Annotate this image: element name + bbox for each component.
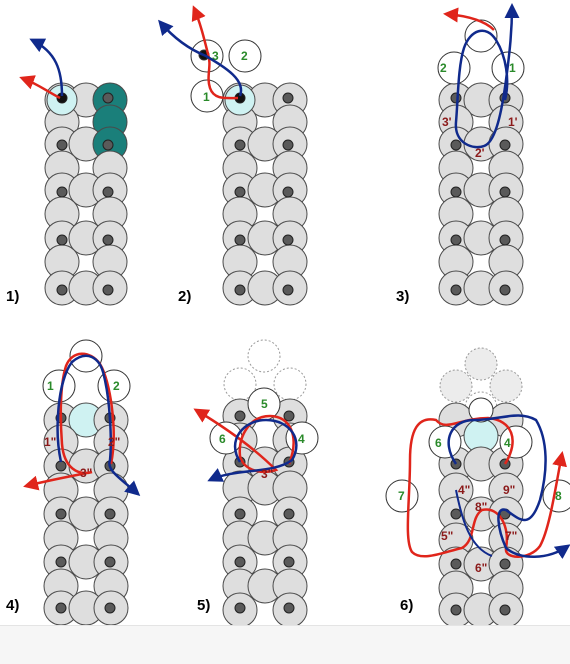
bead-number: 2" (108, 435, 120, 449)
faded-top-beads (223, 339, 307, 401)
bead-number: 2 (113, 379, 120, 393)
thread-red (193, 408, 295, 473)
bead-number: 8" (475, 500, 487, 514)
bead-number: 6" (475, 561, 487, 575)
panel-label: 2) (178, 288, 191, 305)
panel-label: 1) (6, 288, 19, 305)
bead-number: 3" (261, 467, 273, 481)
bead-number: 7" (505, 529, 517, 543)
thread-blue (207, 418, 298, 482)
panel-3: 2 1 3' 1' 2' 3) (396, 3, 525, 306)
panel-2: 1 2 3 2) (158, 5, 308, 306)
thread-blue (158, 19, 243, 97)
bead-number: 2 (440, 61, 447, 75)
bead-number: 8 (555, 489, 562, 503)
bead-number: 7 (398, 489, 405, 503)
bead-number: 3' (442, 115, 452, 129)
seed-beads (450, 458, 511, 616)
bead-number: 5" (441, 529, 453, 543)
bead-number: 1" (44, 435, 56, 449)
thread-blue (56, 354, 141, 496)
bead-number: 4 (298, 432, 305, 446)
bead-number: 2 (241, 49, 248, 63)
thread-blue (454, 3, 520, 149)
panel-1: 1) (6, 38, 128, 306)
panel-label: 5) (197, 597, 210, 614)
footer-band (0, 625, 570, 664)
bead-number: 6 (435, 436, 442, 450)
bead-number: 1 (47, 379, 54, 393)
panel-4: 1 2 1" 2" 3" 4) (6, 339, 141, 625)
bead-number: 6 (219, 432, 226, 446)
bead-number: 3" (80, 466, 92, 480)
thread-blue (447, 414, 570, 560)
bead-number: 1 (509, 61, 516, 75)
new-beads (385, 397, 570, 513)
bead-number: 1' (508, 115, 518, 129)
panel-label: 3) (396, 288, 409, 305)
bead-number: 2' (475, 146, 485, 160)
panel-6: 6 4 7 8 4" 9" 8" 5" 7" 6" 6) (385, 347, 570, 625)
thread-red (191, 5, 239, 100)
seed-beads (450, 92, 511, 296)
thread-red (19, 75, 61, 100)
bead-number: 9" (503, 483, 515, 497)
thread-blue (455, 489, 493, 557)
bead-number: 4" (458, 483, 470, 497)
thread-blue (29, 38, 64, 97)
bead-number: 3 (212, 49, 219, 63)
panel-label: 6) (400, 597, 413, 614)
panel-5: 5 6 4 3" 5) (193, 339, 319, 625)
bead-number: 4 (504, 436, 511, 450)
panel-label: 4) (6, 597, 19, 614)
beading-diagram: 1) 1 2 3 (6, 3, 570, 625)
bead-number: 5 (261, 397, 268, 411)
thread-red (443, 7, 495, 31)
bead-number: 1 (203, 90, 210, 104)
